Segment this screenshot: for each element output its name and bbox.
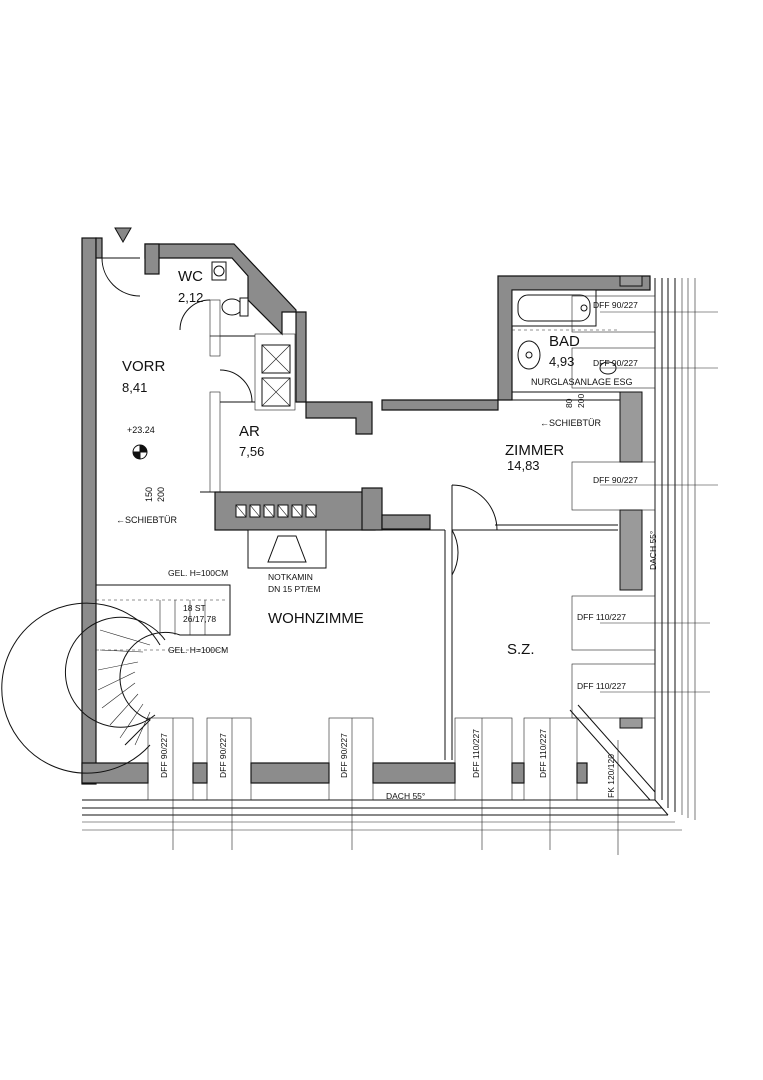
window-label-b4: DFF 110/227	[471, 729, 481, 778]
window-labels: DFF 90/227 DFF 90/227 DFF 90/227 DFF 110…	[159, 300, 638, 778]
nurglas-dim-80: 80	[564, 398, 574, 408]
zimmer-label: ZIMMER	[505, 442, 564, 459]
window-label-r2: DFF 90/227	[593, 358, 638, 368]
entrance-door-icon	[101, 257, 141, 297]
window-label-b3: DFF 90/227	[339, 733, 349, 778]
window-label-b2: DFF 90/227	[218, 733, 228, 778]
nurglas-dim-200: 200	[576, 394, 586, 408]
door-dim-200: 200	[156, 487, 166, 502]
notkamin-dn-label: DN 15 PT/EM	[268, 584, 320, 594]
room-labels: WC 2,12 VORR 8,41 AR 7,56 BAD 4,93 ZIMME…	[122, 268, 580, 658]
dach-bottom-label: DACH 55°	[386, 791, 425, 801]
stairs-dim-label: 26/17,78	[183, 614, 216, 624]
wc-label: WC	[178, 268, 203, 285]
window-label-r1: DFF 90/227	[593, 300, 638, 310]
vorr-label: VORR	[122, 358, 166, 375]
ar-area: 7,56	[239, 444, 264, 459]
wohnzimmer-label: WOHNZIMME	[268, 610, 364, 627]
window-label-r3: DFF 90/227	[593, 475, 638, 485]
bad-area: 4,93	[549, 354, 574, 369]
schiebetuer-left-label: ←SCHIEBTÜR	[116, 515, 178, 525]
bad-label: BAD	[549, 333, 580, 350]
sz-label: S.Z.	[507, 641, 535, 658]
vorr-area: 8,41	[122, 380, 147, 395]
notkamin-label: NOTKAMIN	[268, 572, 313, 582]
bottom-eaves	[82, 799, 682, 831]
level-label: +23.24	[127, 425, 155, 435]
window-label-b5: DFF 110/227	[538, 729, 548, 778]
gel-bottom-label: GEL. H=100CM	[168, 645, 228, 655]
bottom-windows	[147, 717, 619, 855]
window-label-r5: DFF 110/227	[577, 681, 626, 691]
zimmer-area: 14,83	[507, 458, 540, 473]
entrance-marker-icon	[114, 227, 132, 244]
window-label-r4: DFF 110/227	[577, 612, 626, 622]
stairs-count-label: 18 ST	[183, 603, 206, 613]
ar-door-icon	[219, 369, 253, 403]
window-label-b1: DFF 90/227	[159, 733, 169, 778]
nurglas-label: NURGLASANLAGE ESG	[531, 377, 633, 387]
ar-label: AR	[239, 423, 260, 440]
gel-top-label: GEL. H=100CM	[168, 568, 228, 578]
schiebetuer-right-label: ←SCHIEBTÜR	[540, 418, 602, 428]
wc-door-icon	[179, 299, 211, 331]
level-marker-icon	[132, 444, 148, 460]
fixtures	[211, 261, 620, 569]
toilet-icon	[221, 298, 243, 316]
sz-door-icon	[451, 529, 497, 576]
wc-area: 2,12	[178, 290, 203, 305]
door-dim-150: 150	[144, 487, 154, 502]
dach-right-label: DACH 55°	[648, 531, 658, 570]
zimmer-door-icon	[451, 484, 498, 531]
spiral-staircase	[1, 584, 231, 774]
chimney-flues-icon	[235, 504, 317, 518]
annotation-labels: +23.24 150 200 ←SCHIEBTÜR ←SCHIEBTÜR NUR…	[116, 377, 658, 801]
right-wall	[619, 275, 696, 820]
fk-label: FK 120/120	[606, 754, 616, 798]
doors	[101, 257, 498, 576]
right-windows	[569, 295, 718, 801]
